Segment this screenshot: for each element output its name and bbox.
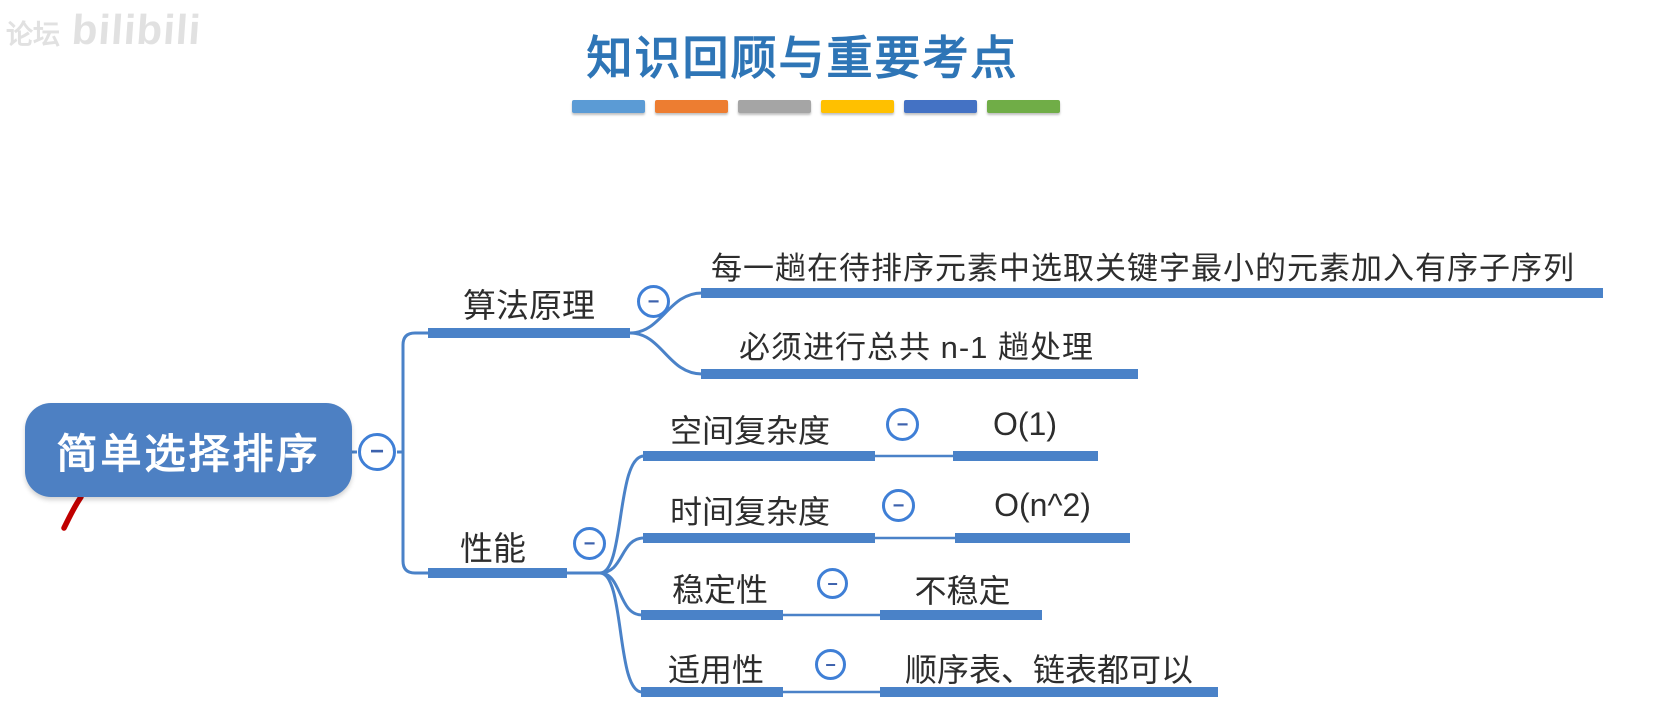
divider-dash (655, 100, 728, 113)
row-value-time-complexity: O(n^2) (994, 487, 1091, 523)
divider-dash (904, 100, 977, 113)
applicability-collapse-button[interactable]: − (815, 649, 846, 680)
performance-collapse-button[interactable]: − (573, 527, 606, 560)
divider-dash (987, 100, 1060, 113)
trunk-line (401, 331, 428, 575)
minus-icon: − (825, 654, 836, 675)
time-complexity-collapse-button[interactable]: − (882, 489, 915, 522)
performance-fan-curve-stability (599, 571, 643, 617)
divider-dash (738, 100, 811, 113)
branch-label-algorithm-principle: 算法原理 (463, 287, 595, 324)
minus-icon: − (583, 532, 596, 555)
minus-icon: − (369, 438, 384, 465)
algorithm-fan-down-curve (629, 331, 703, 376)
row-label-stability: 稳定性 (672, 572, 769, 608)
title-divider (572, 100, 1060, 113)
row-value-space-complexity: O(1) (993, 406, 1057, 442)
stability-collapse-button[interactable]: − (817, 568, 848, 599)
performance-fan-curve-time (599, 536, 645, 575)
leaf-principle-step: 每一趟在待排序元素中选取关键字最小的元素加入有序子序列 (711, 251, 1575, 286)
row-value-stability: 不稳定 (914, 573, 1011, 609)
performance-fan-curve-space (599, 454, 645, 575)
performance-fan-curve-applicability (599, 571, 643, 694)
watermark-forum-text: 论坛 (6, 20, 60, 50)
watermark: 论坛 bilibili (6, 6, 203, 54)
leaf-principle-passes: 必须进行总共 n-1 趟处理 (739, 330, 1095, 365)
minus-icon: − (892, 494, 905, 517)
divider-dash (821, 100, 894, 113)
root-node[interactable]: 简单选择排序 (25, 403, 352, 497)
row-label-space-complexity: 空间复杂度 (670, 413, 831, 449)
page-title: 知识回顾与重要考点 (586, 32, 1019, 84)
root-node-label: 简单选择排序 (56, 431, 321, 477)
minus-icon: − (827, 573, 838, 594)
minus-icon: − (896, 413, 909, 436)
red-pen-stroke (61, 494, 84, 531)
algorithm-collapse-button[interactable]: − (637, 285, 670, 318)
space-complexity-collapse-button[interactable]: − (886, 408, 919, 441)
row-label-applicability: 适用性 (668, 652, 765, 688)
row-value-applicability: 顺序表、链表都可以 (905, 652, 1194, 688)
row-label-time-complexity: 时间复杂度 (670, 494, 831, 530)
minus-icon: − (647, 290, 660, 313)
branch-label-performance: 性能 (460, 530, 526, 567)
root-collapse-button[interactable]: − (358, 433, 396, 471)
divider-dash (572, 100, 645, 113)
